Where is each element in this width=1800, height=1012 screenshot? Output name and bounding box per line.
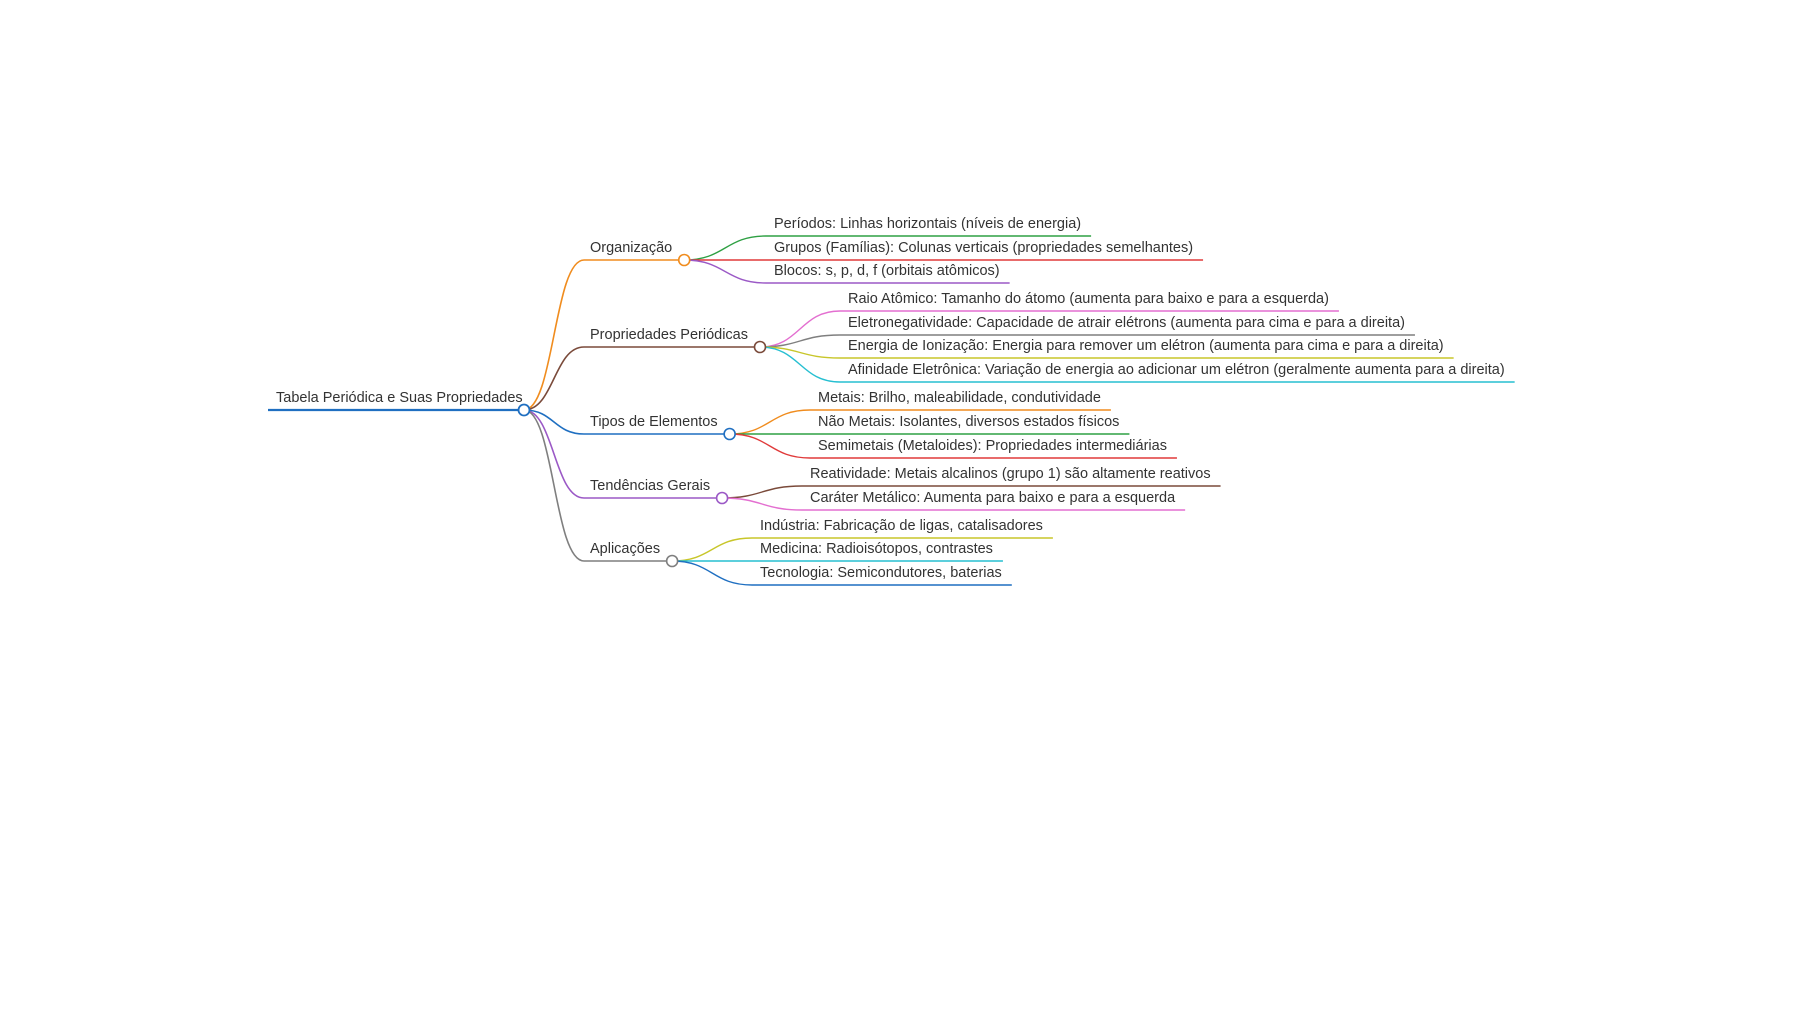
subtopic-label: Medicina: Radioisótopos, contrastes: [760, 541, 993, 557]
subtopic-label: Caráter Metálico: Aumenta para baixo e p…: [810, 490, 1176, 506]
child-connector: [722, 497, 803, 511]
branch-connector: [523, 409, 585, 435]
subtopic-label: Indústria: Fabricação de ligas, catalisa…: [760, 518, 1043, 534]
branch-topic-label: Aplicações: [590, 541, 660, 557]
subtopic-label: Energia de Ionização: Energia para remov…: [848, 338, 1444, 354]
collapse-toggle-icon[interactable]: [753, 340, 767, 354]
branch-topic-label: Tendências Gerais: [590, 478, 710, 494]
subtopic-label: Tecnologia: Semicondutores, baterias: [760, 565, 1002, 581]
child-connector: [672, 560, 753, 586]
subtopic-label: Eletronegatividade: Capacidade de atrair…: [848, 315, 1405, 331]
branch-connector: [523, 259, 585, 411]
subtopic-label: Reatividade: Metais alcalinos (grupo 1) …: [810, 466, 1211, 482]
child-connector: [729, 433, 811, 459]
root-topic-label: Tabela Periódica e Suas Propriedades: [276, 390, 523, 406]
branch-connector: [523, 409, 585, 562]
child-connector: [672, 537, 753, 562]
collapse-toggle-icon[interactable]: [665, 554, 679, 568]
subtopic-label: Blocos: s, p, d, f (orbitais atômicos): [774, 263, 1000, 279]
branch-connector: [523, 346, 585, 411]
child-connector: [759, 310, 841, 348]
subtopic-label: Semimetais (Metaloides): Propriedades in…: [818, 438, 1167, 454]
child-connector: [684, 259, 767, 284]
branch-topic-label: Propriedades Periódicas: [590, 327, 748, 343]
child-connector: [722, 485, 803, 499]
branch-topic-label: Organização: [590, 240, 672, 256]
child-connector: [729, 409, 811, 435]
subtopic-label: Raio Atômico: Tamanho do átomo (aumenta …: [848, 291, 1329, 307]
branch-connector: [523, 409, 585, 499]
collapse-toggle-icon[interactable]: [723, 427, 736, 441]
collapse-toggle-icon[interactable]: [677, 253, 691, 267]
subtopic-label: Metais: Brilho, maleabilidade, condutivi…: [818, 390, 1101, 406]
subtopic-label: Períodos: Linhas horizontais (níveis de …: [774, 216, 1081, 232]
branch-topic-label: Tipos de Elementos: [590, 414, 718, 430]
subtopic-label: Afinidade Eletrônica: Variação de energi…: [848, 362, 1505, 378]
child-connector: [759, 346, 841, 383]
child-connector: [684, 235, 767, 261]
collapse-toggle-icon[interactable]: [715, 491, 729, 505]
root-collapse-toggle-icon[interactable]: [517, 403, 531, 417]
subtopic-label: Não Metais: Isolantes, diversos estados …: [818, 414, 1119, 430]
subtopic-label: Grupos (Famílias): Colunas verticais (pr…: [774, 240, 1193, 256]
